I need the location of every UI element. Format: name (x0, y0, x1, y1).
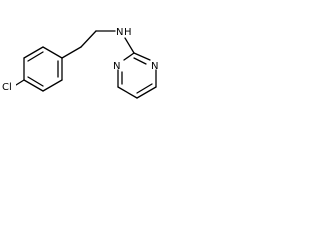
double-bond-inner-1 (27, 51, 44, 62)
chlorine-label: Cl (2, 82, 12, 93)
bond-p4-p5 (117, 86, 138, 99)
molecule-canvas: Cl N H N N (0, 0, 180, 125)
bond-c4-c5 (42, 79, 63, 92)
molecule-structure: Cl N H N N (1, 27, 158, 99)
bond-c1-c2 (23, 46, 44, 59)
bond-ring-ch2 (61, 46, 82, 59)
pyr-double-inner-1 (133, 57, 147, 65)
bond-n2-p1 (123, 52, 135, 61)
bond-c-cl (15, 79, 25, 86)
bond-p3-p4 (136, 86, 157, 99)
ring-n1-label: N (151, 61, 158, 72)
bond-ch2-cb (80, 30, 97, 48)
bond-p1-n1 (133, 52, 151, 61)
pyr-double-inner-2 (136, 83, 153, 94)
double-bond-inner-3 (27, 76, 44, 87)
chlorophenyl-ring (23, 46, 63, 92)
bond-c5-c6 (23, 79, 44, 92)
amine-n-label: N (116, 27, 123, 38)
bond-n-pyrimidine (124, 37, 135, 54)
bond-c2-c3 (42, 46, 63, 59)
pyrimidine-ring (117, 52, 157, 99)
cl-label-bg (1, 80, 16, 92)
amine-h-label: H (124, 27, 132, 38)
ring-n2-label: N (113, 61, 120, 72)
